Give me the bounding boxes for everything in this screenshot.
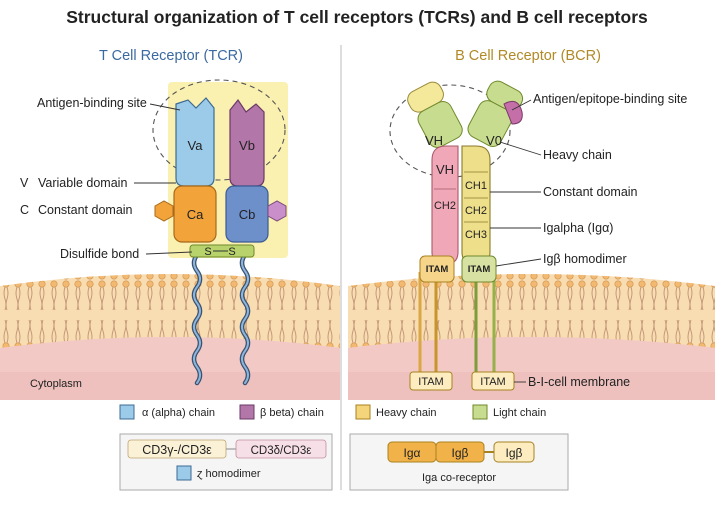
legend-beta-swatch [239,404,255,420]
tcr-ca-label: Ca [187,207,204,222]
legend-light-label: Light chain [493,407,546,419]
itam-upper-left-label: ITAM [426,264,449,275]
bcr-membrane [348,274,715,400]
coreceptor-igb2-label: Igβ [506,446,523,460]
tcr-disulfide-label: Disulfide bond [60,247,139,261]
tcr-cytoplasm-label: Cytoplasm [30,378,82,390]
bcr-epitope-label: Antigen/epitope-binding site [533,92,687,106]
legend-alpha-swatch [119,404,135,420]
bcr-heading: B Cell Receptor (BCR) [455,48,601,64]
legend-beta-label: β beta) chain [260,407,324,419]
tcr-ca-domain [173,185,217,243]
bcr-ch2-right-label: CH2 [465,205,487,217]
tcr-s-right: S [228,246,235,258]
itam-lower-left [409,371,453,391]
cd3-delta-epsilon-label: CD3δ/CD3ε [251,445,312,457]
tcr-va-label: Va [188,138,204,153]
bcr-igalpha-label: Igalpha (Igα) [543,221,613,235]
tcr-vb-label: Vb [239,138,255,153]
tcr-membrane [0,274,340,400]
tcr-right-glycan-hexagon [267,200,287,222]
tcr-left-glycan-hexagon [154,200,174,222]
tcr-heading: T Cell Receptor (TCR) [99,48,243,64]
itam-lower-right-label: ITAM [480,376,505,388]
itam-lower-right [471,371,515,391]
tcr-antigen-binding-label: Antigen-binding site [37,96,147,110]
itam-upper-right-label: ITAM [468,264,491,275]
legend-light-swatch [472,404,488,420]
coreceptor-label: Iga co-receptor [422,472,496,484]
tcr-s-left: S [204,246,211,258]
bcr-ch3-label: CH3 [465,229,487,241]
bcr-left-arm [407,81,463,148]
tcr-c-letter: C [20,203,29,217]
coreceptor-iga-label: Igα [404,446,421,460]
bcr-vl-label: V0 [486,133,502,148]
itam-upper-right [461,255,497,283]
zeta-homodimer-label: ɀ homodimer [197,468,261,480]
coreceptor-igb1-label: Igβ [452,446,469,460]
tcr-constant-label: Constant domain [38,203,133,217]
bcr-constant-label: Constant domain [543,185,638,199]
tcr-antigen-site-ellipse [152,79,286,181]
page-title: Structural organization of T cell recept… [66,7,648,27]
legend-heavy-swatch [355,404,371,420]
bcr-ch2-left-label: CH2 [434,200,456,212]
cd3-gamma-epsilon-label: CD3γ-/CD3ε [142,443,212,457]
bcr-igbeta-label: Igβ homodimer [543,252,627,266]
bcr-vh-left-label: VH [425,133,443,148]
itam-upper-left [419,255,455,283]
legend-heavy-label: Heavy chain [376,407,437,419]
tcr-cb-label: Cb [239,207,256,222]
tcr-variable-label: Variable domain [38,176,127,190]
tcr-v-letter: V [20,176,29,190]
bcr-heavy-chain-label: Heavy chain [543,148,612,162]
zeta-swatch [176,465,192,481]
legend-alpha-label: α (alpha) chain [142,407,215,419]
itam-lower-left-label: ITAM [418,376,443,388]
bcr-vh2-label: VH [436,162,454,177]
bcr-ch1-label: CH1 [465,180,487,192]
bcr-membrane-label: B-I-cell membrane [528,375,630,389]
